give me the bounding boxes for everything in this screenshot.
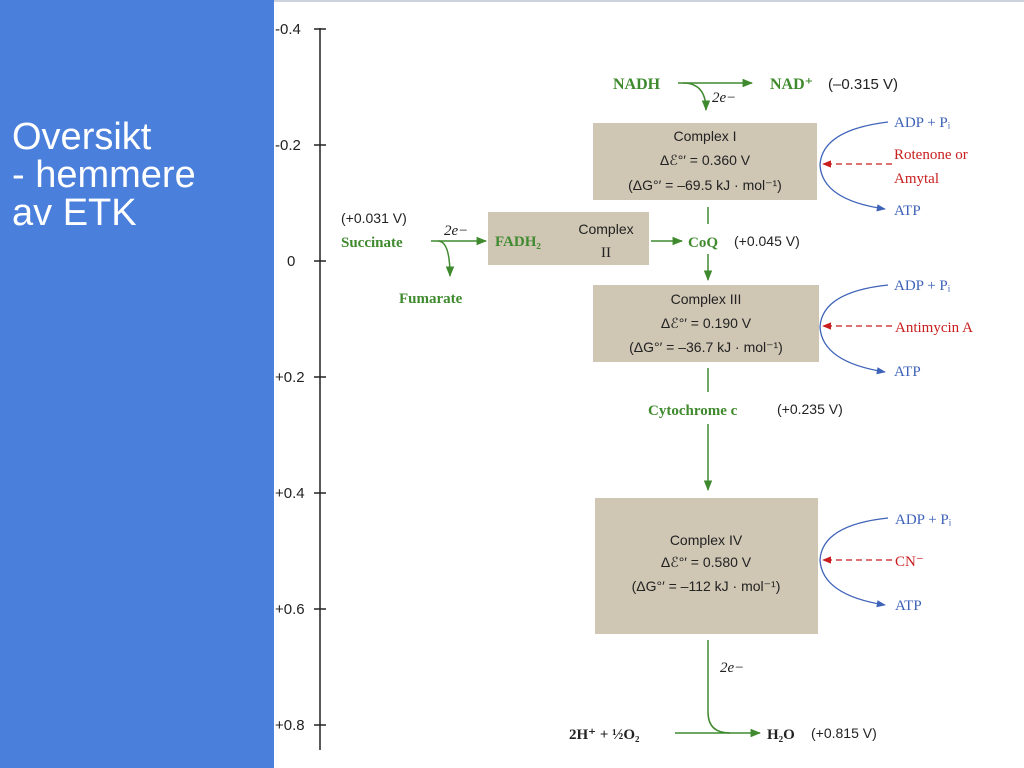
nadh-electrons: 2e−: [712, 90, 736, 106]
complex-ii-electrons: 2e−: [444, 223, 468, 239]
coq-potential: (+0.045 V): [734, 233, 800, 249]
complex-i-adp: ADP + Pᵢ: [894, 115, 951, 131]
nad-plus-label: NAD⁺: [770, 76, 813, 93]
complex-iv-atp: ATP: [895, 598, 922, 614]
nadh-reaction: NADH 2e− NAD⁺ (–0.315 V): [613, 76, 898, 112]
fadh2-label: FADH₂: [495, 234, 541, 250]
complex-i-inhibitor-line-1: Rotenone or: [894, 147, 968, 163]
complex-ii: (+0.031 V) Succinate 2e− Fumarate FADH₂ …: [341, 210, 684, 307]
final-electrons: 2e−: [720, 660, 744, 676]
final-reaction: 2e− 2H⁺ + ½O₂ H₂O (+0.815 V): [569, 640, 877, 743]
complex-i-title: Complex I: [673, 128, 736, 144]
cytochrome-potential: (+0.235 V): [777, 401, 843, 417]
complex-ii-title-line-2: II: [601, 245, 611, 261]
electron-transport-chain-diagram: -0.4 -0.2 0 +0.2 +0.4 +0.6 +0.8 NADH 2e−…: [274, 0, 1024, 750]
title-line-3: av ETK: [12, 192, 137, 234]
axis-tick-label: +0.6: [275, 601, 305, 618]
complex-i-atp: ATP: [894, 203, 921, 219]
slide-title: Oversikt - hemmere av ETK: [12, 118, 196, 232]
axis-tick-label: +0.4: [275, 485, 305, 502]
coq-label: CoQ: [688, 235, 718, 251]
coq: CoQ (+0.045 V): [688, 233, 800, 251]
complex-i-box: [593, 123, 817, 200]
title-line-2: - hemmere: [12, 154, 196, 196]
complex-i-delta-e: Δℰ°′ = 0.360 V: [660, 152, 751, 168]
complex-iii-box: [593, 285, 819, 362]
complex-i-inhibitor-line-2: Amytal: [894, 171, 939, 187]
complex-iv-delta-e: Δℰ°′ = 0.580 V: [661, 554, 752, 570]
axis-tick-label: -0.4: [275, 21, 301, 38]
complex-i: Complex I Δℰ°′ = 0.360 V (ΔG°′ = –69.5 k…: [593, 115, 968, 219]
water-label: H₂O: [767, 727, 795, 743]
complex-iv-title: Complex IV: [670, 532, 743, 548]
complex-iv-inhibitor: CN⁻: [895, 554, 924, 570]
succinate-label: Succinate: [341, 235, 403, 251]
complex-iii-adp: ADP + Pᵢ: [894, 278, 951, 294]
complex-iii: Complex III Δℰ°′ = 0.190 V (ΔG°′ = –36.7…: [593, 278, 973, 380]
axis-tick-label: 0: [287, 253, 295, 270]
cytochrome-label: Cytochrome c: [648, 403, 738, 419]
final-reactants: 2H⁺ + ½O₂: [569, 727, 640, 743]
slide-sidebar: Oversikt - hemmere av ETK: [0, 0, 274, 768]
succinate-potential: (+0.031 V): [341, 210, 407, 226]
complex-ii-box: [488, 212, 649, 265]
cytochrome-c: Cytochrome c (+0.235 V): [648, 401, 843, 419]
complex-iii-atp: ATP: [894, 364, 921, 380]
complex-iii-title: Complex III: [671, 291, 742, 307]
nadh-label: NADH: [613, 76, 661, 93]
complex-iv-adp: ADP + Pᵢ: [895, 512, 952, 528]
axis-tick-label: +0.8: [275, 717, 305, 734]
complex-iv-delta-g: (ΔG°′ = –112 kJ · mol⁻¹): [632, 578, 781, 594]
title-line-1: Oversikt: [12, 116, 152, 158]
complex-ii-title-line-1: Complex: [578, 221, 633, 237]
complex-iii-inhibitor: Antimycin A: [895, 320, 973, 336]
complex-iv-box: [595, 498, 818, 634]
axis-tick-label: -0.2: [275, 137, 301, 154]
complex-iv: Complex IV Δℰ°′ = 0.580 V (ΔG°′ = –112 k…: [595, 498, 952, 634]
complex-iii-delta-e: Δℰ°′ = 0.190 V: [661, 315, 752, 331]
fumarate-label: Fumarate: [399, 291, 463, 307]
final-potential: (+0.815 V): [811, 725, 877, 741]
potential-axis: -0.4 -0.2 0 +0.2 +0.4 +0.6 +0.8: [275, 21, 326, 750]
nadh-potential: (–0.315 V): [828, 76, 898, 93]
complex-iii-delta-g: (ΔG°′ = –36.7 kJ · mol⁻¹): [629, 339, 783, 355]
axis-tick-label: +0.2: [275, 369, 305, 386]
complex-i-delta-g: (ΔG°′ = –69.5 kJ · mol⁻¹): [628, 177, 782, 193]
